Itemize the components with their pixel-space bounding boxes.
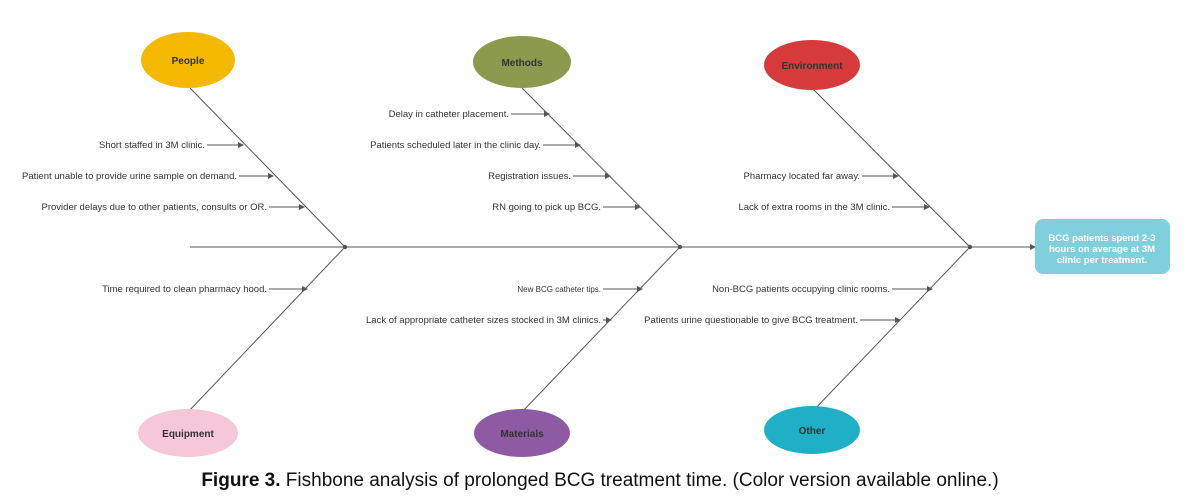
cause-label: RN going to pick up BCG. (492, 202, 601, 213)
cause-label: Registration issues. (488, 171, 571, 182)
cause-label: Time required to clean pharmacy hood. (102, 284, 267, 295)
category-other-label: Other (799, 426, 826, 437)
rib-other (811, 246, 971, 413)
cause-label: New BCG catheter tips. (517, 285, 601, 294)
category-environment-oval (764, 40, 860, 90)
cause-label: Patient unable to provide urine sample o… (22, 171, 237, 182)
effect-line: hours on average at 3M (1049, 244, 1155, 255)
category-environment-label: Environment (781, 61, 843, 72)
cause-label: Lack of extra rooms in the 3M clinic. (738, 202, 890, 213)
rib-equipment (187, 246, 346, 413)
fishbone-diagram: People Methods Environment Equipment Mat… (22, 32, 1170, 457)
category-methods: Methods (473, 36, 571, 88)
cause-label: Provider delays due to other patients, c… (42, 202, 267, 213)
category-methods-label: Methods (501, 58, 543, 69)
effect-line: BCG patients spend 2-3 (1048, 233, 1155, 244)
cause-label: Patients scheduled later in the clinic d… (370, 140, 541, 151)
category-other-oval (764, 406, 860, 454)
cause-label: Patients urine questionable to give BCG … (644, 315, 858, 326)
rib-methods (521, 87, 681, 248)
category-other: Other (764, 406, 860, 454)
category-materials-label: Materials (500, 429, 544, 440)
category-people: People (141, 32, 235, 88)
category-materials-oval (474, 409, 570, 457)
category-people-oval (141, 32, 235, 88)
rib-people (189, 87, 346, 248)
rib-environment (811, 87, 971, 248)
cause-label: Non-BCG patients occupying clinic rooms. (712, 284, 890, 295)
junction-dot (342, 244, 348, 250)
cause-label: Lack of appropriate catheter sizes stock… (366, 315, 601, 326)
junction-dot (677, 244, 683, 250)
rib-materials (521, 246, 681, 413)
category-equipment-label: Equipment (162, 429, 214, 440)
category-environment: Environment (764, 40, 860, 90)
figure-number: Figure 3. (201, 470, 281, 491)
figure-caption-text: Fishbone analysis of prolonged BCG treat… (285, 470, 999, 491)
effect-line: clinic per treatment. (1057, 255, 1147, 266)
cause-label: Short staffed in 3M clinic. (99, 140, 205, 151)
effect-box-shape (1035, 219, 1170, 274)
cause-label: Pharmacy located far away. (743, 171, 860, 182)
junction-dot (967, 244, 973, 250)
category-people-label: People (172, 56, 205, 67)
effect-box: BCG patients spend 2-3 hours on average … (1035, 219, 1170, 274)
category-materials: Materials (474, 409, 570, 457)
category-equipment-oval (138, 409, 238, 457)
category-equipment: Equipment (138, 409, 238, 457)
category-methods-oval (473, 36, 571, 88)
cause-label: Delay in catheter placement. (389, 109, 509, 120)
figure-caption: Figure 3. Fishbone analysis of prolonged… (0, 470, 1200, 492)
